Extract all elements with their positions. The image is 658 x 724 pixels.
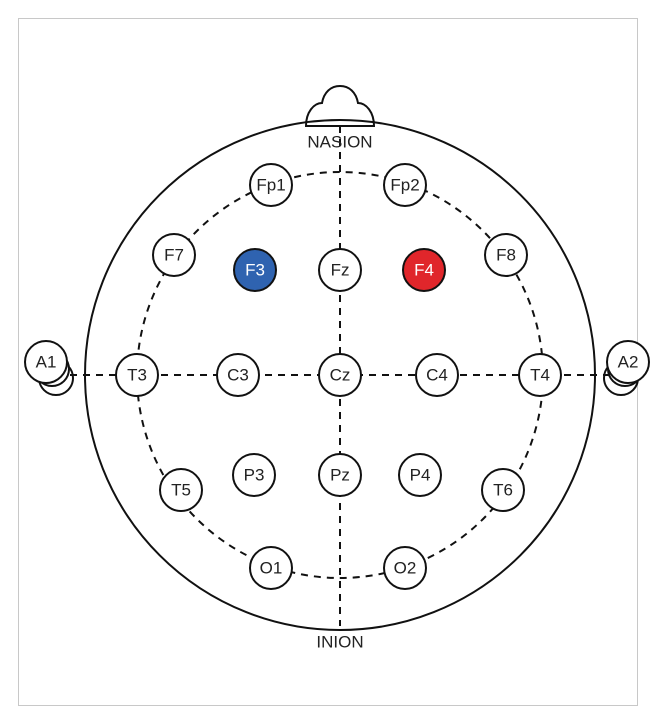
- electrode-t6: T6: [481, 468, 525, 512]
- electrode-a2: A2: [606, 340, 650, 384]
- electrode-f3: F3: [233, 248, 277, 292]
- svg-text:P4: P4: [410, 466, 431, 485]
- svg-text:C3: C3: [227, 366, 249, 385]
- svg-text:T3: T3: [127, 366, 147, 385]
- svg-text:A1: A1: [36, 353, 57, 372]
- electrode-f4: F4: [402, 248, 446, 292]
- svg-text:F4: F4: [414, 261, 434, 280]
- svg-text:T5: T5: [171, 481, 191, 500]
- svg-text:F7: F7: [164, 246, 184, 265]
- electrode-fp2: Fp2: [383, 163, 427, 207]
- electrode-o1: O1: [249, 546, 293, 590]
- svg-text:C4: C4: [426, 366, 448, 385]
- electrode-fz: Fz: [318, 248, 362, 292]
- svg-text:Fp1: Fp1: [256, 176, 285, 195]
- nose-outline: [304, 84, 376, 127]
- electrode-t3: T3: [115, 353, 159, 397]
- electrode-p4: P4: [398, 453, 442, 497]
- electrode-pz: Pz: [318, 453, 362, 497]
- electrode-fp1: Fp1: [249, 163, 293, 207]
- svg-text:T4: T4: [530, 366, 550, 385]
- electrode-cz: Cz: [318, 353, 362, 397]
- svg-text:O2: O2: [394, 559, 417, 578]
- svg-text:Fp2: Fp2: [390, 176, 419, 195]
- svg-text:Pz: Pz: [330, 466, 350, 485]
- svg-text:P3: P3: [244, 466, 265, 485]
- electrode-c4: C4: [415, 353, 459, 397]
- nasion-label: NASION: [307, 133, 372, 152]
- electrode-t5: T5: [159, 468, 203, 512]
- electrode-f8: F8: [484, 233, 528, 277]
- svg-text:Fz: Fz: [331, 261, 350, 280]
- svg-text:O1: O1: [260, 559, 283, 578]
- electrode-p3: P3: [232, 453, 276, 497]
- electrode-o2: O2: [383, 546, 427, 590]
- svg-text:F3: F3: [245, 261, 265, 280]
- electrode-a1: A1: [24, 340, 68, 384]
- svg-text:T6: T6: [493, 481, 513, 500]
- svg-text:Cz: Cz: [330, 366, 351, 385]
- svg-text:A2: A2: [618, 353, 639, 372]
- electrode-t4: T4: [518, 353, 562, 397]
- electrode-c3: C3: [216, 353, 260, 397]
- electrode-f7: F7: [152, 233, 196, 277]
- svg-text:F8: F8: [496, 246, 516, 265]
- inion-label: INION: [316, 633, 363, 652]
